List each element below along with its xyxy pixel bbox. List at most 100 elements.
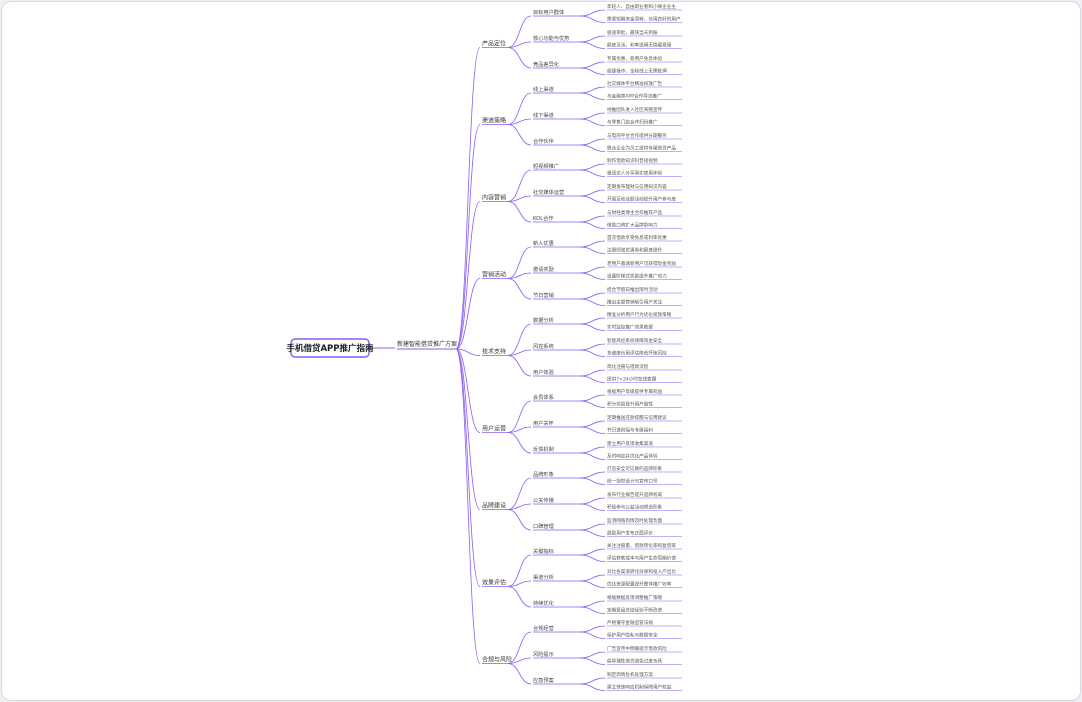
connector-line	[579, 61, 606, 69]
leaf-label: 评估获客成本与用户生命周期价值	[607, 555, 676, 562]
sub-branch-label: 风险提示	[533, 650, 554, 658]
leaf-label: 首次借款享受免息或利率优惠	[607, 234, 667, 241]
leaf-label: 实时监控推广效果数据	[607, 324, 653, 331]
leaf-label: 关注注册量、借款转化率和复借率	[607, 542, 676, 549]
leaf-label: 与财经类博主合作推荐产品	[607, 209, 663, 216]
branch-label: 内容营销	[482, 194, 506, 202]
connector-line	[507, 349, 532, 356]
sub-branch-label: 合规经营	[533, 624, 554, 632]
leaf-label: 联合企业为员工提供专属借贷产品	[607, 145, 676, 152]
leaf-label: 便捷操作，全程线上无需抵押	[607, 68, 667, 75]
leaf-label: 严格遵守金融监管法规	[607, 619, 653, 626]
sub-branch-label: 用户关怀	[533, 419, 554, 427]
connector-line	[579, 394, 606, 402]
leaf-label: 积分奖励提升用户黏性	[607, 401, 653, 408]
connector-line	[579, 272, 606, 280]
sub-branch-label: 新人优惠	[533, 239, 554, 247]
connector-line	[579, 375, 606, 383]
connector-line	[579, 67, 606, 75]
connector-line	[579, 138, 606, 146]
connector-line	[507, 92, 532, 125]
sub-branch-label: 口碑管理	[533, 522, 555, 530]
connector-line	[507, 201, 532, 223]
connector-line	[579, 246, 606, 254]
leaf-label: 设置阶梯式奖励提升推广动力	[607, 273, 667, 280]
connector-line	[507, 41, 532, 48]
branch-label: 效果评估	[482, 579, 506, 587]
leaf-label: 及时响应并优化产品体验	[607, 453, 658, 460]
leaf-label: 发布行业报告提升品牌权威	[607, 491, 663, 498]
sub-branch-label: 渠道分析	[533, 573, 554, 581]
leaf-label: 对比各渠道转化效果和投入产出比	[607, 568, 676, 575]
sub-branch-label: 邀请奖励	[533, 265, 554, 273]
connector-line	[579, 503, 606, 511]
connector-line	[579, 343, 606, 351]
connector-line	[579, 529, 606, 537]
sub-branch-label: 节日营销	[533, 291, 554, 299]
connector-line	[579, 625, 606, 633]
connector-line	[579, 651, 606, 659]
leaf-label: 制作借款知识科普短视频	[607, 157, 658, 164]
leaf-label: 地推团队进入社区商圈宣传	[607, 106, 663, 113]
connector-line	[507, 272, 532, 279]
leaf-label: 定期推送还款提醒与信用建议	[607, 414, 667, 421]
connector-line	[579, 195, 606, 203]
sub-branch-label: 合作伙伴	[533, 137, 554, 145]
leaf-label: 监测网络舆情及时处理负面	[607, 517, 663, 524]
connector-line	[579, 298, 606, 306]
leaf-label: 制定舆情危机处理方案	[607, 671, 653, 678]
connector-line	[507, 15, 532, 48]
connector-line	[579, 574, 606, 582]
root-node-label: 手机借贷APP推广指南	[286, 343, 374, 354]
sub-branch-label: 会员体系	[533, 393, 554, 401]
leaf-label: 极速审批，最快当天到账	[607, 29, 658, 36]
connector-line	[579, 497, 606, 505]
connector-line	[579, 240, 606, 248]
connector-line	[507, 246, 532, 279]
intro-label: 新建智能借贷推广方案	[397, 340, 457, 348]
leaf-label: 智能风控系统保障资金安全	[607, 337, 663, 344]
connector-line	[579, 189, 606, 197]
connector-line	[579, 400, 606, 408]
connector-line	[579, 292, 606, 300]
connector-line	[579, 683, 606, 691]
sub-branch-label: 数据分析	[533, 316, 554, 324]
connector-line	[579, 9, 606, 17]
leaf-label: 额度灵活，利率透明无隐藏费用	[607, 42, 672, 49]
connector-line	[579, 523, 606, 531]
connector-line	[507, 195, 532, 202]
connector-line	[579, 677, 606, 685]
sub-branch-label: 品牌形象	[533, 470, 554, 478]
root-node[interactable]	[290, 338, 370, 358]
leaf-label: 积极参与公益活动塑造形象	[607, 504, 663, 511]
connector-line	[579, 606, 606, 614]
connector-line	[507, 586, 532, 608]
leaf-label: 根据数据反馈调整推广策略	[607, 594, 663, 601]
branch-label: 技术支持	[482, 348, 506, 356]
sub-branch-label: 公关传播	[533, 496, 555, 504]
connector-line	[579, 349, 606, 357]
sub-branch-label: 用户体验	[533, 368, 555, 376]
sub-branch-label: 短视频推广	[533, 162, 559, 170]
leaf-label: 推出主题营销吸引用户关注	[607, 299, 663, 306]
sub-branch-label: 核心功能与优势	[533, 34, 569, 42]
connector-line	[579, 92, 606, 100]
leaf-label: 鼓励用户发布正面评价	[607, 530, 653, 537]
connector-line	[579, 471, 606, 479]
leaf-label: 与零售门店合作扫码推广	[607, 119, 658, 126]
connector-line	[579, 554, 606, 562]
connector-line	[579, 317, 606, 325]
connector-line	[579, 446, 606, 454]
leaf-label: 打造安全可信赖的品牌形象	[607, 465, 663, 472]
connector-line	[507, 503, 532, 510]
leaf-label: 需要短期资金周转、信用良好的用户	[607, 16, 681, 23]
connector-line	[507, 554, 532, 587]
connector-line	[579, 144, 606, 152]
leaf-label: 专属优惠，新用户免息体验	[607, 55, 663, 62]
leaf-label: 老用户邀请新用户可获得现金奖励	[607, 260, 676, 267]
connector-line	[579, 426, 606, 434]
leaf-label: 根据用户等级提供专属权益	[607, 388, 663, 395]
leaf-label: 保护用户隐私与数据安全	[607, 632, 658, 639]
connector-line	[507, 118, 532, 125]
